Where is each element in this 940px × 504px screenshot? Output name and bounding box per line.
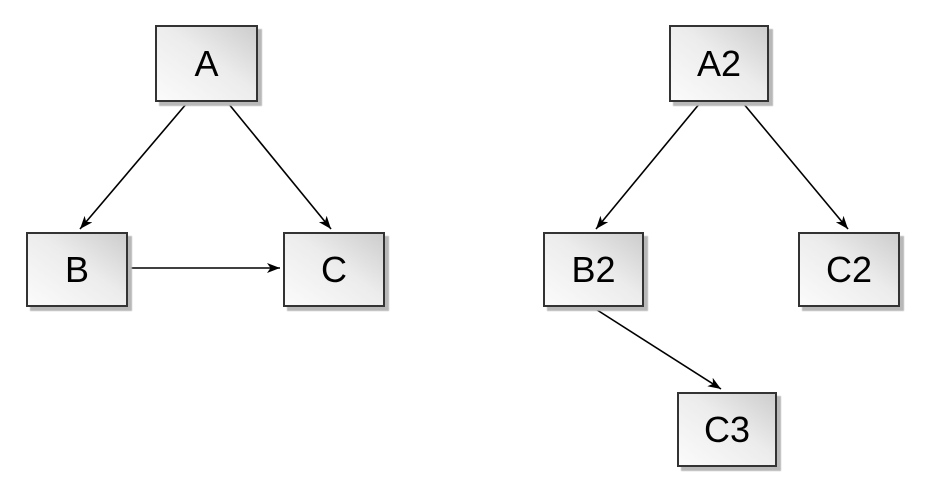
edge-A-C xyxy=(227,102,332,230)
edge-A-B xyxy=(79,102,188,230)
node-B2[interactable]: B2 xyxy=(543,232,644,307)
node-label-B2: B2 xyxy=(571,248,616,290)
node-C[interactable]: C xyxy=(283,232,385,307)
edge-A2-B2 xyxy=(595,102,701,230)
edge-B2-C3 xyxy=(593,307,722,390)
node-C2[interactable]: C2 xyxy=(798,232,900,307)
node-label-B: B xyxy=(64,248,89,290)
node-label-C2: C2 xyxy=(825,248,873,290)
node-label-A: A xyxy=(194,42,219,84)
node-B[interactable]: B xyxy=(26,232,128,307)
node-C3[interactable]: C3 xyxy=(677,392,777,467)
edge-A2-C2 xyxy=(742,102,849,230)
node-label-A2: A2 xyxy=(696,42,742,84)
node-A[interactable]: A xyxy=(155,25,258,102)
node-A2[interactable]: A2 xyxy=(669,25,769,102)
node-label-C: C xyxy=(321,248,347,290)
node-label-C3: C3 xyxy=(703,408,751,450)
